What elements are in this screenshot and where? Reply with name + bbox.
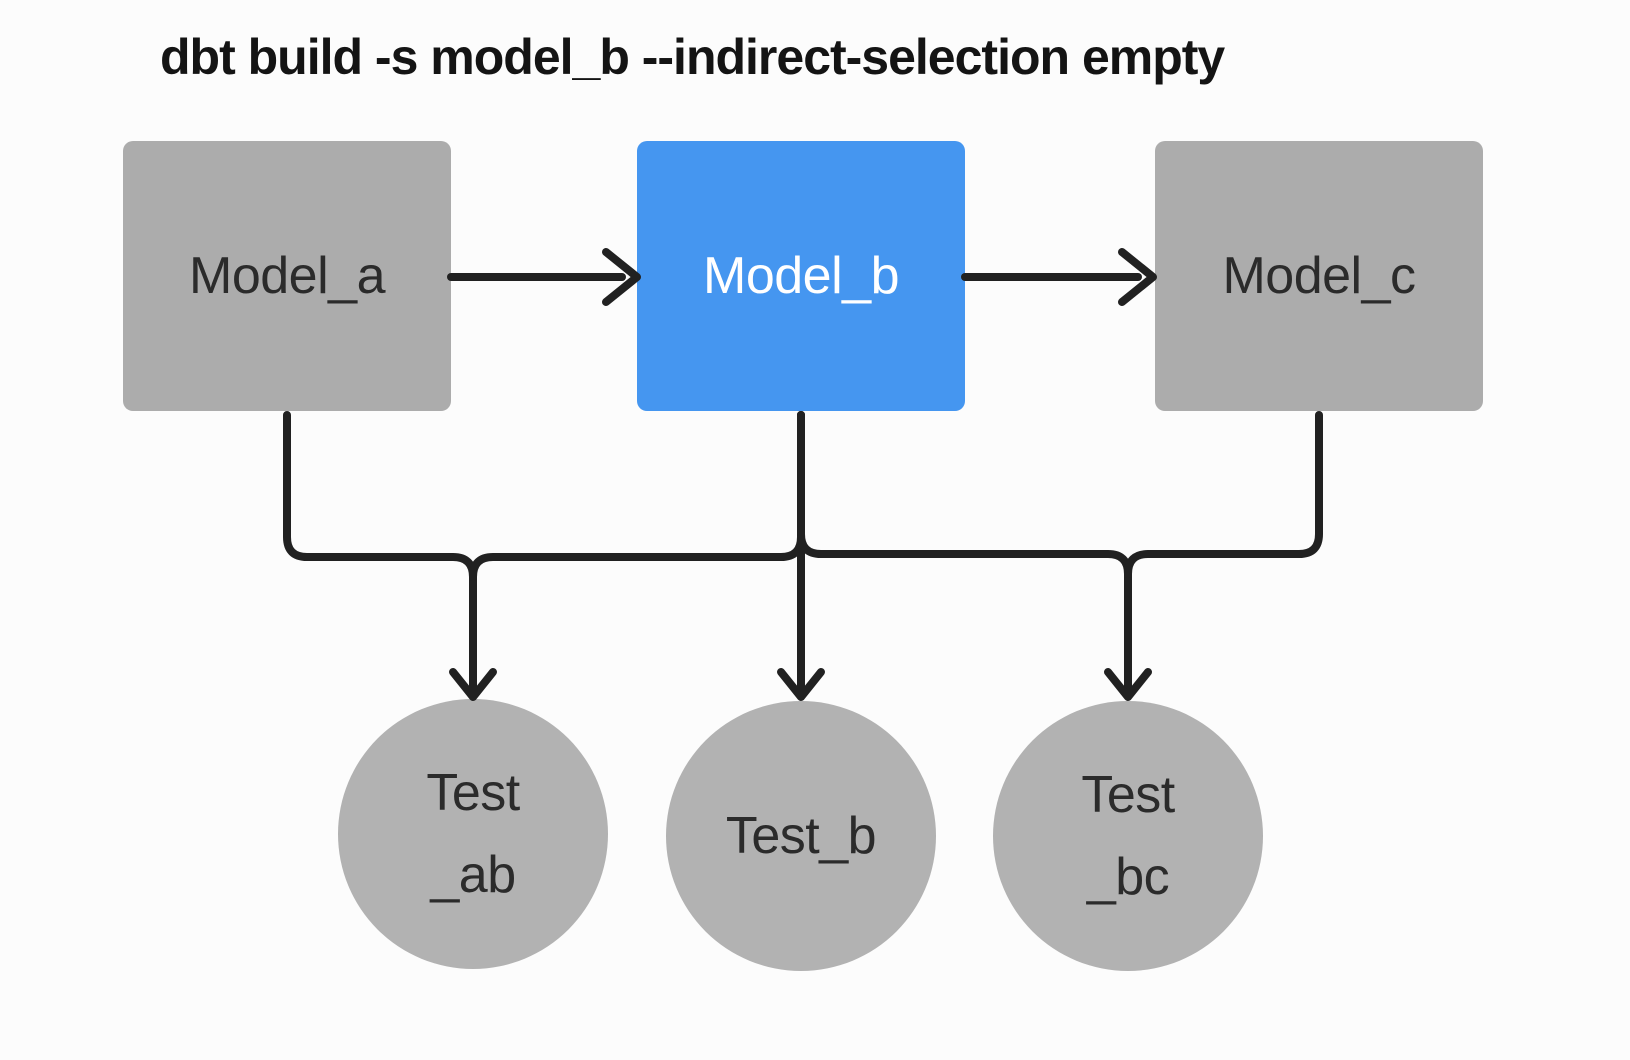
node-test-bc-label: Test _bc [1081, 765, 1175, 906]
node-model-a: Model_a [123, 141, 451, 411]
edge-model-c-to-test-bc [1124, 411, 1323, 578]
edge-model-a-to-test-ab [283, 411, 477, 694]
node-model-c-label: Model_c [1222, 247, 1416, 305]
arrowhead-down-icon [1104, 668, 1152, 701]
node-model-a-label: Model_a [189, 247, 385, 305]
node-model-b-label: Model_b [703, 247, 899, 305]
edge-model-b-to-test-ab [469, 411, 805, 581]
arrowhead-right-icon [1118, 248, 1157, 306]
node-model-b: Model_b [637, 141, 965, 411]
command-title: dbt build -s model_b --indirect-selectio… [160, 29, 1225, 85]
node-test-ab-label: Test _ab [426, 763, 520, 904]
node-test-ab: Test _ab [338, 699, 608, 969]
arrowhead-down-icon [449, 668, 497, 701]
arrowhead-down-icon [777, 668, 825, 701]
arrowhead-right-icon [602, 248, 641, 306]
edge-model-b-to-test-bc [797, 411, 1132, 694]
node-test-b-label: Test_b [725, 806, 877, 865]
node-model-c: Model_c [1155, 141, 1483, 411]
node-test-bc: Test _bc [993, 701, 1263, 971]
node-test-b: Test_b [666, 701, 936, 971]
